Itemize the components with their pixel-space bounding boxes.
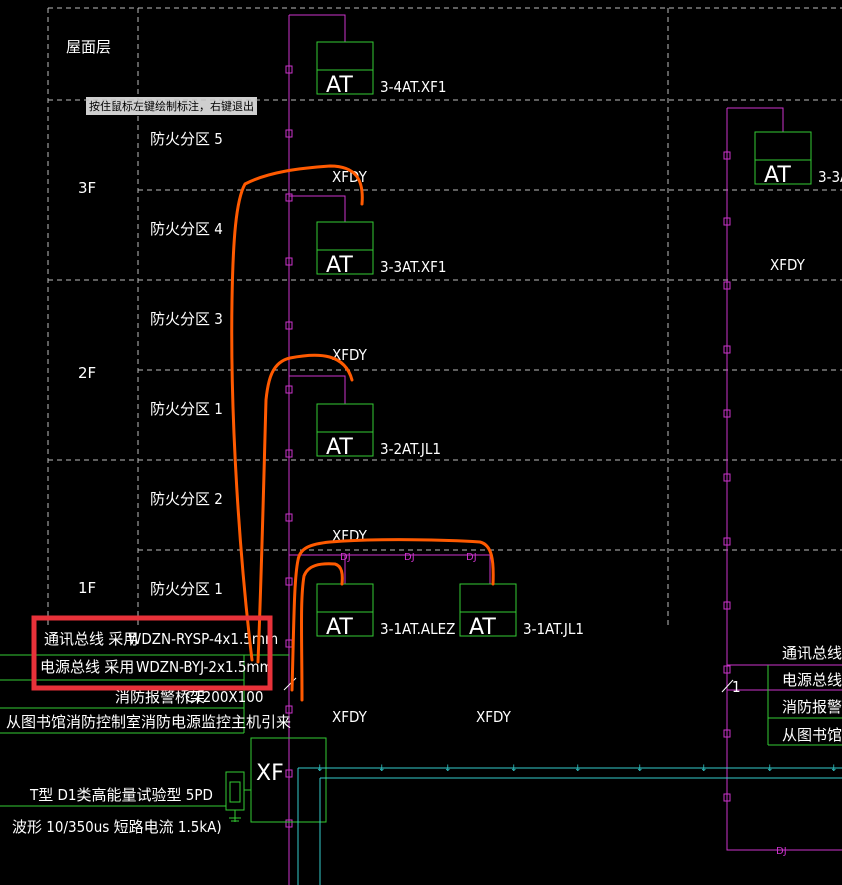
note-source: 从图书馆消防控制室消防电源监控主机引来: [6, 713, 291, 731]
at-box-code: AT: [326, 73, 353, 98]
svg-text:↓: ↓: [378, 764, 386, 774]
note-surge-type: T型 D1类高能量试验型 5PD: [29, 786, 213, 804]
status-tooltip: 按住鼠标左键绘制标注，右键退出: [86, 97, 257, 115]
bus-break-mark: [721, 679, 734, 693]
note-surge-wave: 波形 10/350us 短路电流 1.5kA): [12, 818, 222, 836]
note-power-bus: 电源总线 采用: [40, 658, 134, 676]
xfdy-label: XFDY: [332, 708, 368, 726]
zone-label: 防火分区 1: [150, 580, 223, 598]
at-box-3-3a-right[interactable]: AT 3-3A: [754, 131, 842, 188]
zone-label: 防火分区 1: [150, 400, 223, 418]
note-power-bus-right: 电源总线 采用: [782, 671, 842, 689]
surge-protector-symbol: [214, 771, 251, 822]
svg-text:↓: ↓: [510, 764, 518, 774]
xfdy-label: XFDY: [332, 346, 368, 364]
zone-label: 防火分区 3: [150, 310, 223, 328]
svg-text:↓: ↓: [574, 764, 582, 774]
svg-text:↓: ↓: [830, 764, 838, 774]
note-tray-spec: CT200X100: [185, 688, 263, 706]
note-tray-right: 消防报警桥架: [782, 698, 842, 716]
note-comm-spec: WDZN-RYSP-4x1.5mm: [128, 630, 278, 648]
at-box-3-4at[interactable]: AT 3-4AT.XF1: [316, 41, 446, 98]
spec-frame: [0, 654, 842, 807]
floor-label-roof: 屋面层: [66, 38, 111, 56]
bus-break-mark: [283, 677, 297, 691]
xf-panel[interactable]: XF: [250, 737, 327, 823]
zone-label: 防火分区 4: [150, 220, 223, 238]
xfdy-label: XFDY: [476, 708, 512, 726]
bus-connectors: [285, 65, 731, 828]
dj-label: DJ: [404, 552, 415, 563]
cyan-bus: [297, 767, 842, 885]
orange-markup-strokes: [230, 164, 495, 702]
at-box-3-1at-jl1[interactable]: AT 3-1AT.JL1: [459, 583, 584, 640]
at-box-code: AT: [326, 615, 353, 640]
svg-text:↓: ↓: [636, 764, 644, 774]
bus-lines: [288, 14, 842, 885]
svg-text:↓: ↓: [766, 764, 774, 774]
cyan-connector-ticks: ↓ ↓ ↓ ↓ ↓ ↓ ↓ ↓ ↓: [316, 764, 838, 774]
dj-label: DJ: [776, 846, 787, 857]
zone-label: 防火分区 2: [150, 490, 223, 508]
note-tray: 消防报警桥架: [115, 688, 205, 706]
xfdy-label: XFDY: [770, 256, 806, 274]
dj-label: DJ: [466, 552, 477, 563]
at-box-3-1at-alez[interactable]: AT 3-1AT.ALEZ: [316, 583, 455, 640]
xf-panel-code: XF: [256, 761, 284, 786]
at-box-label: 3-3A: [818, 168, 842, 186]
at-box-label: 3-2AT.JL1: [380, 440, 441, 458]
zone-label: 防火分区 5: [150, 130, 223, 148]
at-box-label: 3-1AT.JL1: [523, 620, 584, 638]
highlight-box: [31, 615, 273, 691]
dj-bus: DJ DJ DJ DJ: [340, 552, 787, 857]
note-comm-bus: 通讯总线 采用: [44, 630, 138, 648]
floor-label-3f: 3F: [78, 179, 96, 197]
at-box-code: AT: [469, 615, 496, 640]
at-box-code: AT: [326, 253, 353, 278]
bus-count-label: 1: [732, 678, 741, 696]
note-source-right: 从图书馆消防: [782, 726, 842, 744]
dj-label: DJ: [340, 552, 351, 563]
note-power-spec: WDZN-BYJ-2x1.5mm: [136, 658, 273, 676]
svg-text:↓: ↓: [316, 764, 324, 774]
svg-text:↓: ↓: [444, 764, 452, 774]
at-box-label: 3-1AT.ALEZ: [380, 620, 455, 638]
at-box-code: AT: [326, 435, 353, 460]
svg-text:↓: ↓: [700, 764, 708, 774]
floor-label-1f: 1F: [78, 579, 96, 597]
floor-label-2f: 2F: [78, 364, 96, 382]
at-box-3-3at[interactable]: AT 3-3AT.XF1: [316, 221, 446, 278]
at-box-code: AT: [764, 163, 791, 188]
note-comm-bus-right: 通讯总线 采用: [782, 644, 842, 662]
at-box-label: 3-3AT.XF1: [380, 258, 446, 276]
at-box-3-2at[interactable]: AT 3-2AT.JL1: [316, 403, 441, 460]
at-box-label: 3-4AT.XF1: [380, 78, 446, 96]
